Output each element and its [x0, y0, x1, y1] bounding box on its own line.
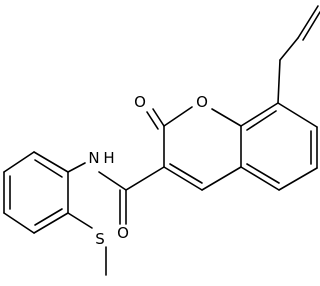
bond-c5-c4a-inner: [246, 163, 280, 184]
bond-allyl-c2-c3-double: [302, 11, 320, 41]
atom-labels: O O N H O S: [88, 93, 208, 248]
bonds: [3, 5, 320, 276]
bond-c3-camide: [125, 166, 165, 191]
bond-c3-c4-inner: [169, 163, 203, 184]
bond-ph-s: [67, 212, 93, 229]
bond-c8a-c8: [240, 102, 279, 127]
bond-allyl-ring: [277, 59, 281, 104]
atom-s-thioether: S: [95, 230, 105, 248]
bond-c3-c4: [163, 166, 203, 191]
bond-c5-c4a: [240, 166, 280, 191]
bond-c4-c4a: [201, 166, 242, 191]
bond-ph-c5-c6-inner: [34, 208, 63, 226]
bond-c8a-o1: [211, 108, 242, 127]
atom-o-amide: O: [117, 224, 129, 242]
bond-c2-o-double-a: [152, 108, 165, 127]
bond-ph-c5-c6: [33, 212, 69, 234]
bond-ph-c1-c2: [33, 151, 69, 173]
bond-ph-c4-c5: [3, 212, 35, 234]
bond-ph-c1-c2-inner: [34, 159, 63, 178]
bond-allyl-c1-c2: [279, 37, 299, 61]
atom-o-ring: O: [196, 93, 208, 111]
atom-o-carbonyl: O: [134, 93, 146, 111]
bond-camide-n: [98, 171, 127, 191]
bond-c8-c7: [277, 102, 318, 128]
bond-c6-c5: [278, 167, 318, 191]
bond-allyl-c2-c3: [297, 5, 319, 39]
bond-n-cphenyl: [67, 162, 86, 173]
atom-n-amide: N: [88, 149, 99, 167]
bond-o1-c2: [163, 106, 193, 127]
bond-c8a-c8-inner: [246, 110, 277, 131]
atom-h-amide: H: [103, 149, 114, 167]
bond-ph-c2-c3: [3, 151, 35, 173]
bond-c2-o-double-b: [146, 111, 159, 130]
